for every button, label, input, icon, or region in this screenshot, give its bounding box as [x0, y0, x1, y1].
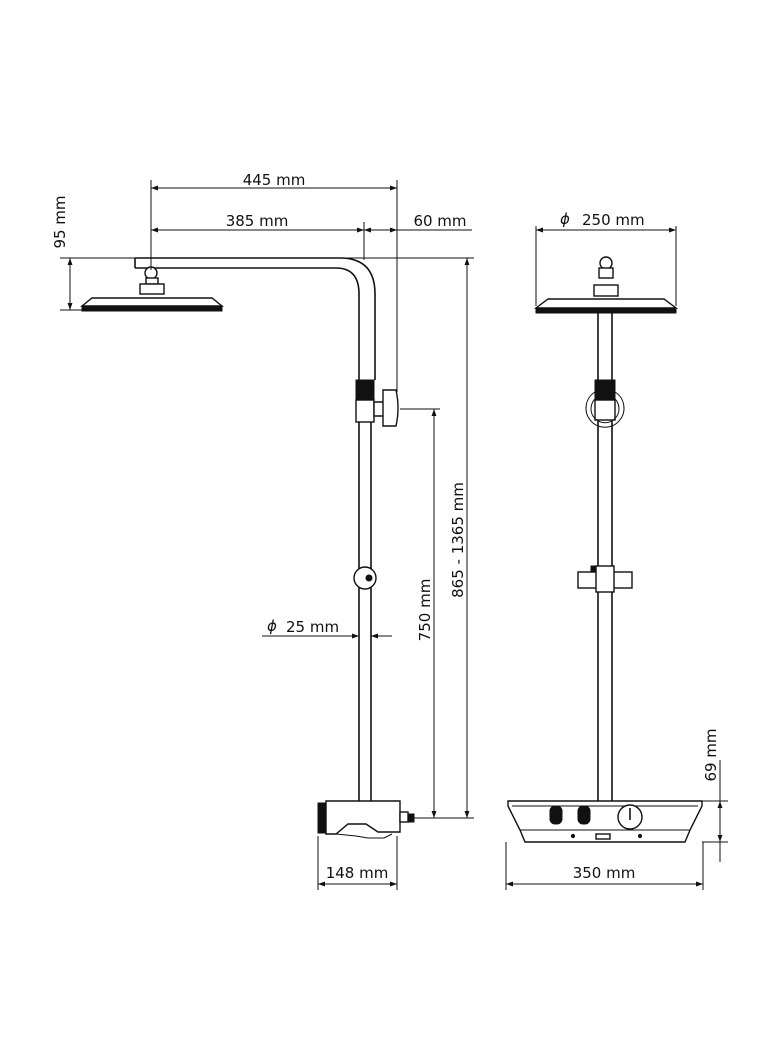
front-view	[507, 256, 703, 843]
diameter-symbol-pipe: ϕ	[267, 617, 277, 635]
diameter-symbol-head: ϕ	[560, 210, 570, 228]
hand-shower-holder-side	[353, 566, 377, 590]
label-arm-length: 385 mm	[226, 212, 289, 230]
label-bracket-height: 750 mm	[416, 579, 434, 642]
label-thermostat-width: 350 mm	[573, 864, 636, 882]
height-coupling-front	[594, 379, 616, 401]
label-arm-reach: 445 mm	[243, 171, 306, 189]
thermostat-front	[507, 800, 703, 843]
label-wall-offset: 60 mm	[413, 212, 466, 230]
thermostat-side	[317, 800, 415, 839]
wall-bracket-side	[373, 389, 399, 427]
label-total-height: 865 - 1365 mm	[449, 482, 467, 598]
wall-bracket-front	[585, 391, 625, 428]
label-thermostat-height: 69 mm	[702, 728, 720, 781]
shower-head-front	[533, 256, 679, 314]
label-pipe-diameter: 25 mm	[286, 618, 339, 636]
hand-shower-holder-front	[577, 565, 633, 593]
side-view	[80, 257, 415, 839]
label-head-drop: 95 mm	[51, 195, 69, 248]
label-head-diameter: 250 mm	[582, 211, 645, 229]
dimension-labels: 445 mm 385 mm 60 mm 95 mm 865 - 1365 mm …	[51, 171, 720, 882]
dimension-lines	[60, 180, 728, 890]
height-coupling-side	[355, 379, 375, 401]
shower-arm	[134, 257, 376, 380]
label-thermostat-depth: 148 mm	[326, 864, 389, 882]
riser-pipe-side	[358, 380, 372, 805]
shower-head-side	[80, 266, 224, 312]
